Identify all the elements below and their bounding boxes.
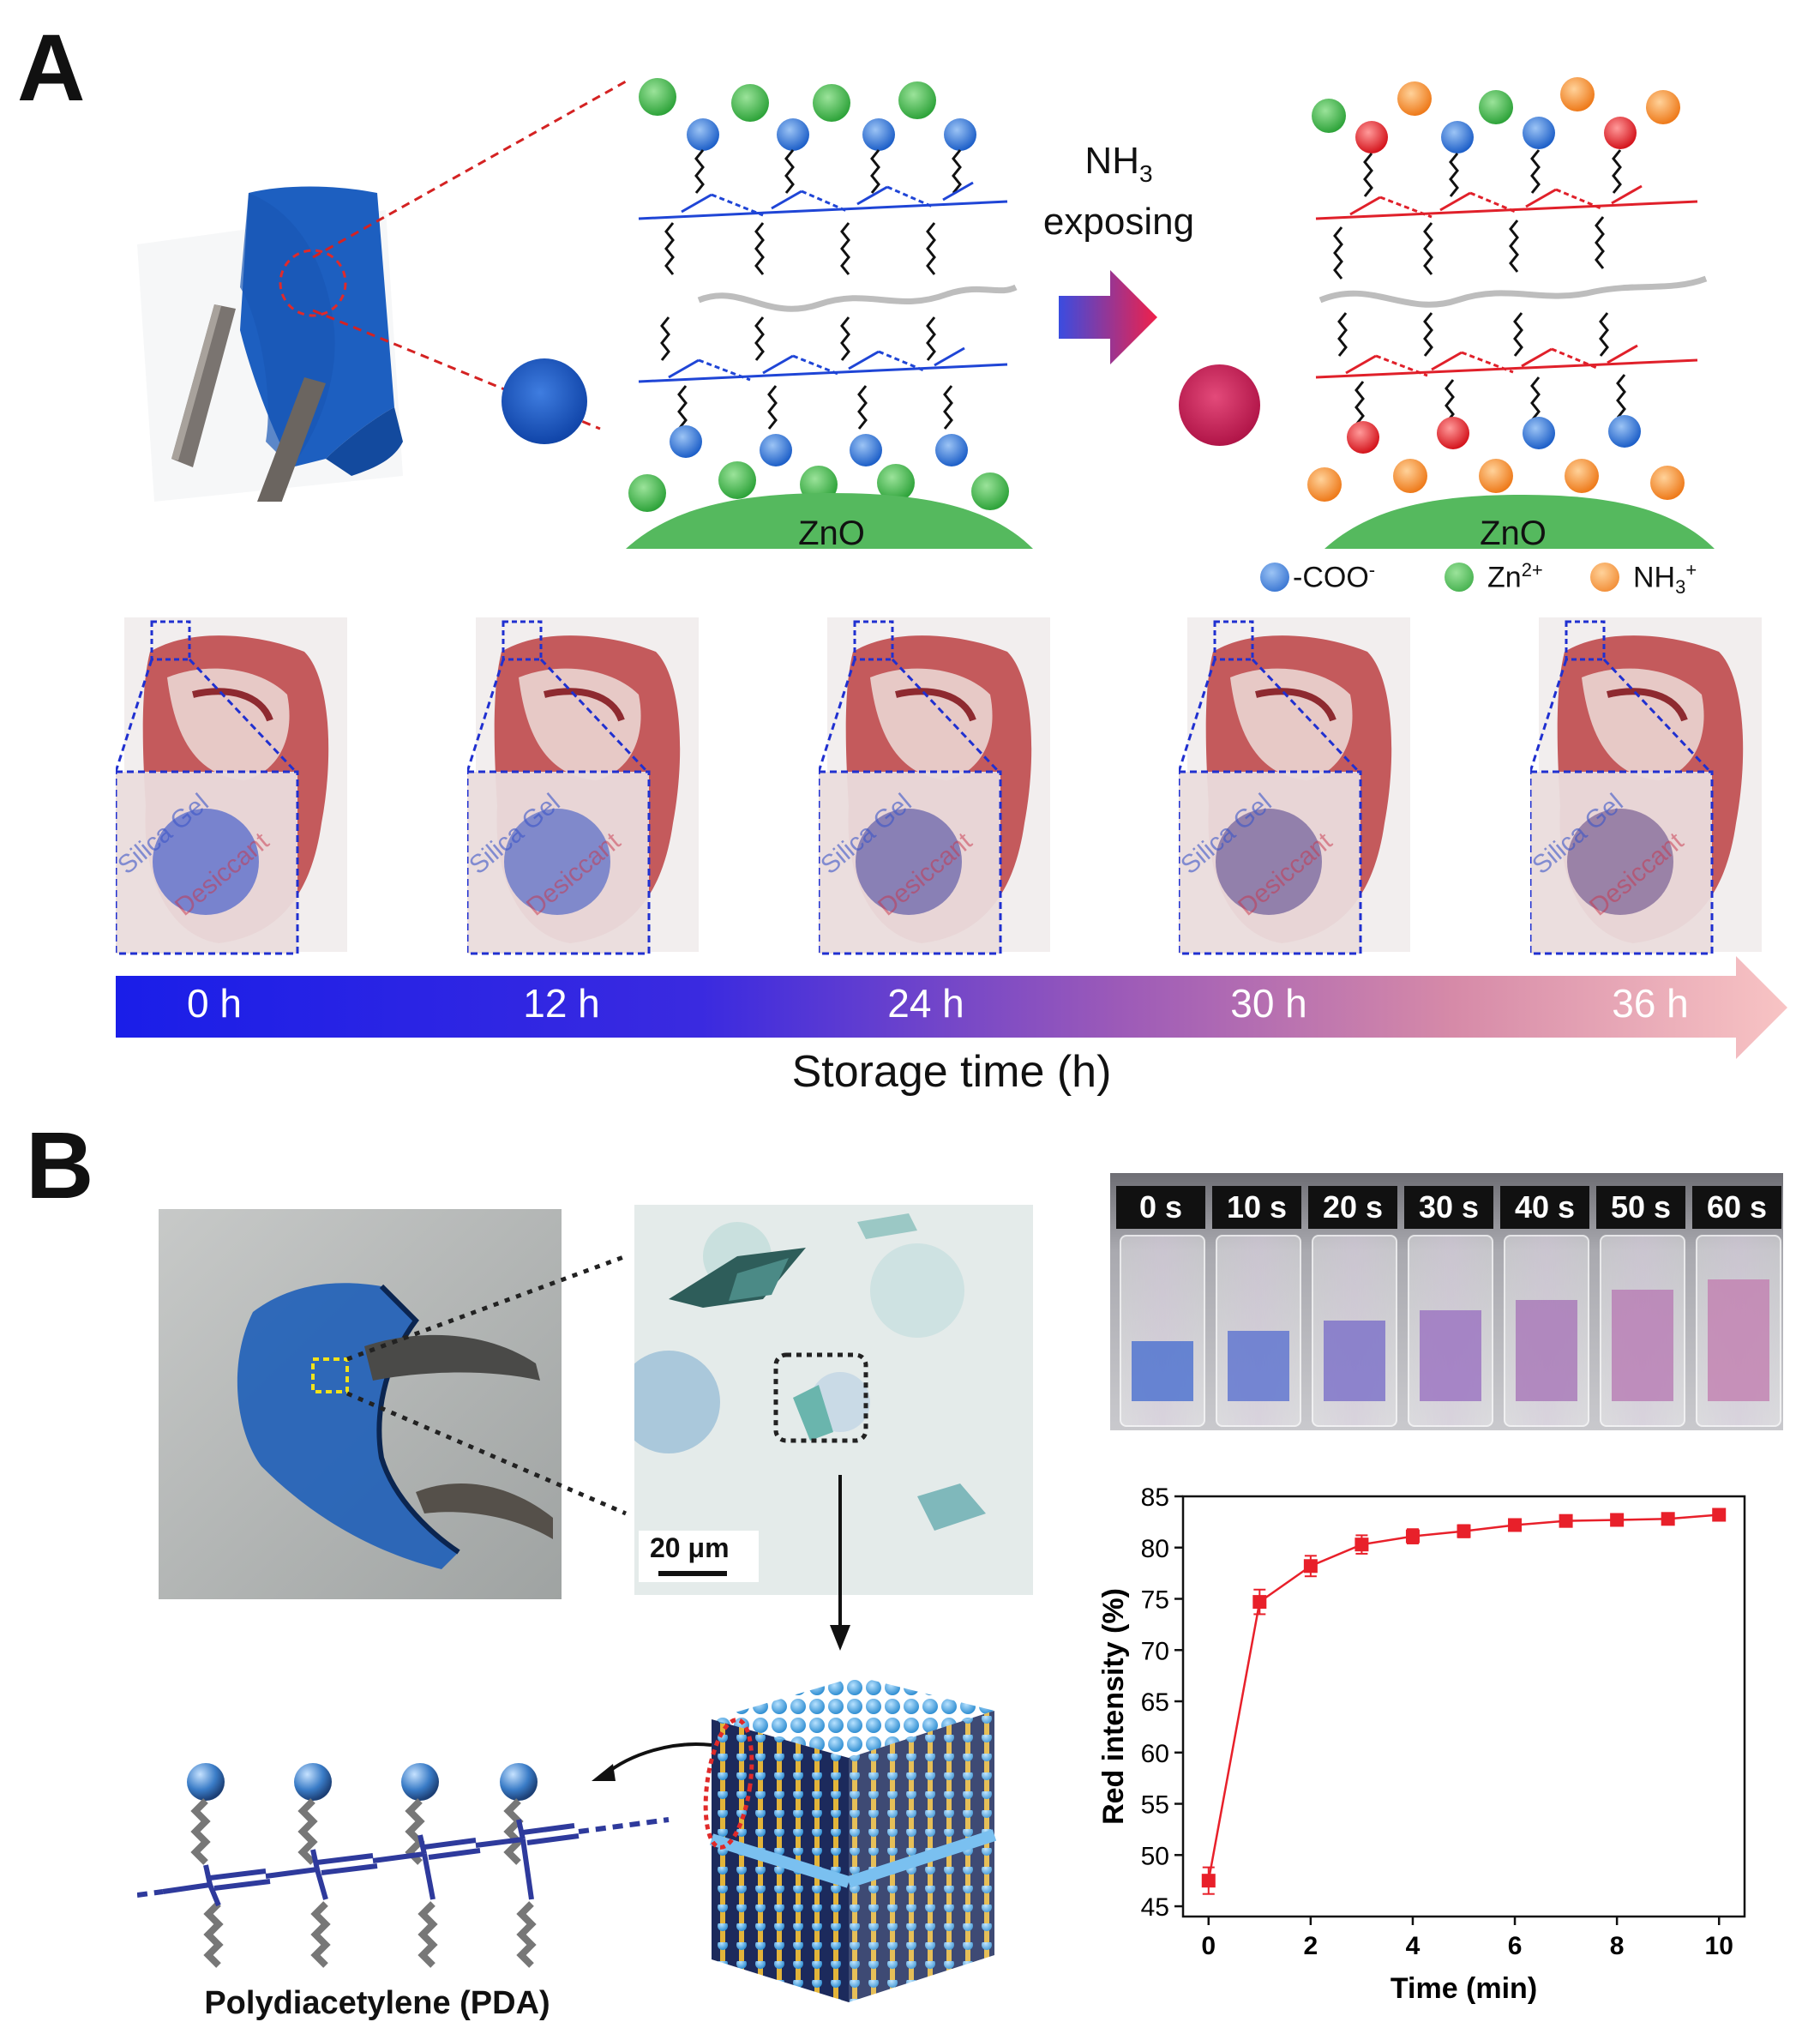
data-point — [1201, 1874, 1216, 1888]
vial — [1312, 1235, 1397, 1427]
storage-timeline-arrow — [116, 956, 1787, 1059]
blue-disc — [502, 358, 587, 444]
timeline-tick-label: 0 h — [187, 981, 242, 1026]
vial — [1504, 1235, 1589, 1427]
vial-time-label: 60 s — [1692, 1186, 1781, 1229]
data-point — [1457, 1524, 1471, 1538]
zoom-lines-a — [312, 80, 627, 430]
y-tick-label: 50 — [1141, 1842, 1169, 1870]
film-photo-b — [159, 1209, 562, 1599]
data-point — [1405, 1529, 1420, 1544]
y-axis-label: Red intensity (%) — [1097, 1588, 1130, 1825]
legend-label-coo: -COO- — [1293, 559, 1376, 594]
data-point — [1252, 1595, 1267, 1610]
zoom-lines-b — [346, 1254, 627, 1516]
x-tick-label: 0 — [1201, 1932, 1216, 1960]
nh3-label: NH — [1084, 140, 1139, 182]
y-tick-label: 70 — [1141, 1637, 1169, 1665]
y-tick-label: 75 — [1141, 1586, 1169, 1615]
x-tick-label: 2 — [1304, 1932, 1318, 1960]
vial-time-label: 20 s — [1308, 1186, 1397, 1229]
red-disc — [1179, 364, 1260, 446]
zno-label-right: ZnO — [1480, 515, 1547, 552]
timeline-tick-label: 36 h — [1612, 981, 1689, 1026]
legend-swatch-coo — [1260, 563, 1289, 592]
nh3-subscript: 3 — [1138, 159, 1153, 187]
vial-time-label: 0 s — [1116, 1186, 1205, 1229]
vial-liquid — [1228, 1331, 1289, 1401]
data-point — [1354, 1538, 1369, 1552]
curved-arrow — [592, 1742, 712, 1781]
y-tick-label: 55 — [1141, 1791, 1169, 1820]
legend-swatch-zn — [1445, 563, 1474, 592]
down-arrow — [830, 1475, 850, 1651]
vial-time-label: 50 s — [1596, 1186, 1685, 1229]
film-photo-a — [137, 186, 403, 502]
vial — [1120, 1235, 1205, 1427]
zno-label-left: ZnO — [798, 515, 865, 552]
pda-schematic-blue — [626, 78, 1033, 549]
vial-liquid — [1612, 1290, 1673, 1401]
vial-time-label: 40 s — [1500, 1186, 1589, 1229]
exposing-label: exposing — [1042, 200, 1195, 243]
pda-schematic-red — [1307, 77, 1715, 549]
y-tick-label: 65 — [1141, 1688, 1169, 1717]
timeline-tick-label: 12 h — [523, 981, 600, 1026]
data-point — [1508, 1518, 1523, 1532]
vial — [1600, 1235, 1685, 1427]
y-tick-label: 85 — [1141, 1483, 1169, 1512]
panel-a-label: A — [17, 15, 86, 121]
nh3-exposing-text: NH3 exposing — [1024, 137, 1213, 246]
legend: -COO- Zn2+ NH3+ — [1260, 557, 1740, 600]
pda-label: Polydiacetylene (PDA) — [204, 1985, 550, 2021]
data-point — [1610, 1513, 1625, 1527]
data-point — [1559, 1513, 1573, 1528]
x-tick-label: 8 — [1610, 1932, 1625, 1960]
pda-crystal-cube — [703, 1676, 997, 2002]
vial — [1216, 1235, 1301, 1427]
pda-structure — [137, 1763, 670, 1968]
scalebar-label: 20 μm — [650, 1532, 730, 1563]
vial — [1696, 1235, 1781, 1427]
microscope-image — [634, 1205, 1033, 1595]
y-tick-label: 45 — [1141, 1893, 1169, 1922]
panel-b-label: B — [26, 1113, 94, 1219]
data-point — [1712, 1507, 1727, 1522]
y-tick-label: 60 — [1141, 1740, 1169, 1768]
y-tick-label: 80 — [1141, 1535, 1169, 1563]
legend-swatch-nh3 — [1590, 563, 1619, 592]
scalebar — [658, 1571, 727, 1576]
plot-frame — [1181, 1495, 1746, 1918]
timeline-tick-label: 24 h — [887, 981, 964, 1026]
vial-liquid — [1708, 1279, 1769, 1401]
storage-time-label: Storage time (h) — [791, 1047, 1112, 1097]
vial-time-label: 10 s — [1212, 1186, 1301, 1229]
legend-label-nh3: NH3+ — [1633, 559, 1697, 599]
exposure-arrow — [1059, 270, 1157, 364]
vial — [1408, 1235, 1493, 1427]
vial-liquid — [1324, 1321, 1385, 1401]
vial-liquid — [1516, 1300, 1577, 1401]
data-point — [1661, 1512, 1675, 1526]
legend-label-zn: Zn2+ — [1487, 559, 1543, 594]
x-tick-label: 10 — [1705, 1932, 1733, 1960]
vial-time-label: 30 s — [1404, 1186, 1493, 1229]
timeline-tick-label: 30 h — [1230, 981, 1307, 1026]
x-tick-label: 6 — [1508, 1932, 1523, 1960]
x-axis-label: Time (min) — [1391, 1972, 1537, 2005]
vial-liquid — [1420, 1310, 1481, 1401]
vial-liquid — [1132, 1341, 1193, 1401]
data-point — [1303, 1559, 1318, 1574]
x-tick-label: 4 — [1406, 1932, 1421, 1960]
series-line — [1207, 1513, 1720, 1881]
